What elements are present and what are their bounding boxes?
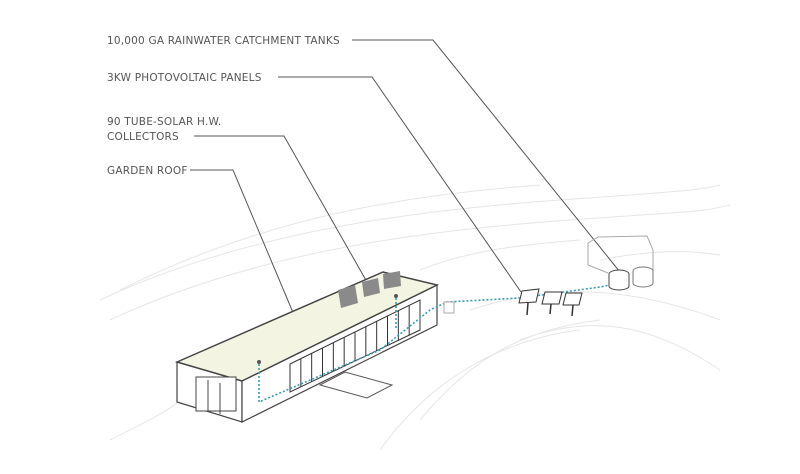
label-rainwater-tanks: 10,000 GA RAINWATER CATCHMENT TANKS [107, 35, 340, 47]
solar-collector [383, 271, 401, 289]
solar-collector [362, 278, 380, 297]
solar-collector [338, 285, 358, 308]
pump-box [443, 301, 455, 314]
leader-photovoltaic [278, 76, 522, 293]
label-photovoltaic-panels: 3KW PHOTOVOLTAIC PANELS [107, 72, 262, 84]
label-solar-collectors-line1: 90 TUBE-SOLAR H.W. [107, 116, 221, 128]
label-solar-collectors-line2: COLLECTORS [107, 131, 179, 143]
entry-ramp [318, 371, 394, 399]
end-window [195, 376, 237, 412]
water-pipe [258, 284, 611, 404]
leader-solar-collectors [194, 135, 368, 283]
terrain-contours [99, 184, 731, 451]
leader-rainwater [352, 39, 621, 273]
rainwater-tanks [587, 235, 654, 291]
leader-garden-roof [190, 169, 298, 323]
garden-roof [174, 271, 440, 382]
building [174, 271, 440, 423]
photovoltaic-panels [518, 288, 583, 317]
label-garden-roof: GARDEN ROOF [107, 165, 188, 177]
